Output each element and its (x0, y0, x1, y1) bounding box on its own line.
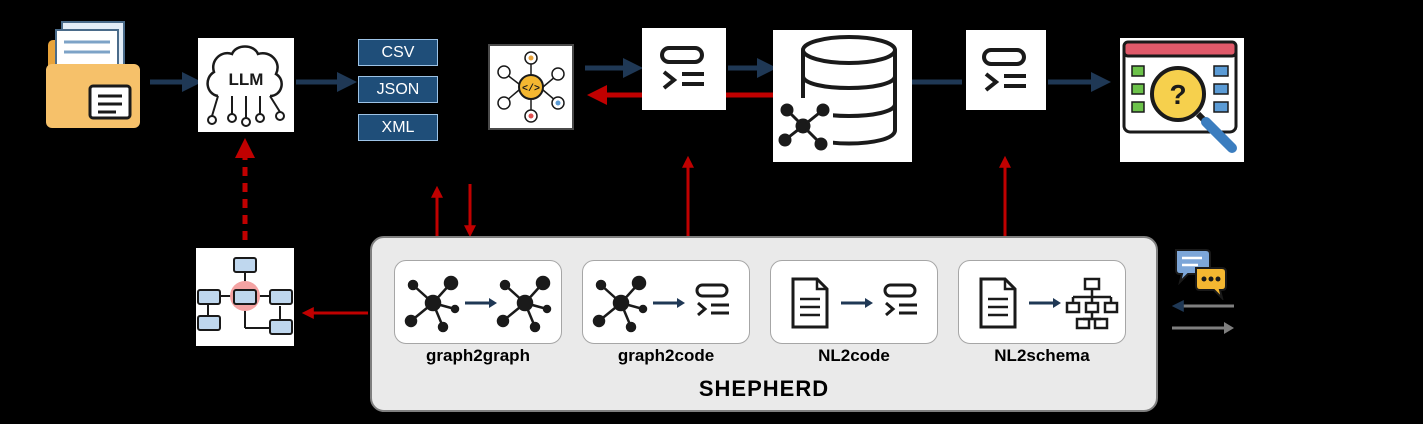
folder-icon (44, 18, 144, 130)
task-label-nl2code: NL2code (818, 346, 890, 365)
graph2code-icons (592, 275, 729, 333)
code-icon (695, 283, 729, 317)
task-card-nl2schema (958, 260, 1126, 344)
code-icon (982, 48, 1026, 92)
task-card-graph2graph (394, 260, 562, 344)
hierarchy-icon (1065, 277, 1119, 330)
query-result-node: ? (1120, 38, 1244, 162)
graph-icon (592, 275, 648, 333)
query-output-node (966, 30, 1046, 110)
query-translator-node (642, 28, 726, 110)
nl2code-icons (791, 277, 917, 329)
format-xml: XML (358, 114, 438, 141)
document-icon (791, 277, 829, 329)
chat-icon (1172, 246, 1230, 302)
schema-node (196, 248, 294, 346)
nl2schema-icons (979, 277, 1119, 330)
task-card-graph2code (582, 260, 750, 344)
graph-icon (496, 275, 552, 333)
panel-title: SHEPHERD (698, 376, 830, 401)
api-hub-node: </> (488, 44, 574, 130)
llm-node: LLM (198, 38, 294, 132)
shepherd-panel: graph2graph graph2code (370, 236, 1158, 412)
code-icon (883, 283, 917, 317)
task-label-graph2code: graph2code (617, 346, 715, 365)
schema-icon (197, 257, 293, 335)
graph-database-node (773, 30, 912, 162)
graph-icon (404, 275, 460, 333)
brain-icon: LLM (206, 45, 285, 127)
llm-label: LLM (229, 70, 264, 89)
document-icon (979, 277, 1017, 329)
task-label-nl2schema: NL2schema (994, 346, 1090, 365)
api-hub-icon: </> (497, 51, 565, 123)
task-card-nl2code (770, 260, 938, 344)
task-label-graph2graph: graph2graph (426, 346, 530, 365)
graph2graph-icons (404, 275, 552, 333)
code-icon (660, 46, 704, 90)
svg-text:</>: </> (522, 83, 540, 95)
svg-text:?: ? (1169, 79, 1186, 110)
database-icon (777, 35, 897, 154)
format-json: JSON (358, 76, 438, 103)
search-icon: ? (1122, 40, 1238, 153)
format-csv: CSV (358, 39, 438, 66)
